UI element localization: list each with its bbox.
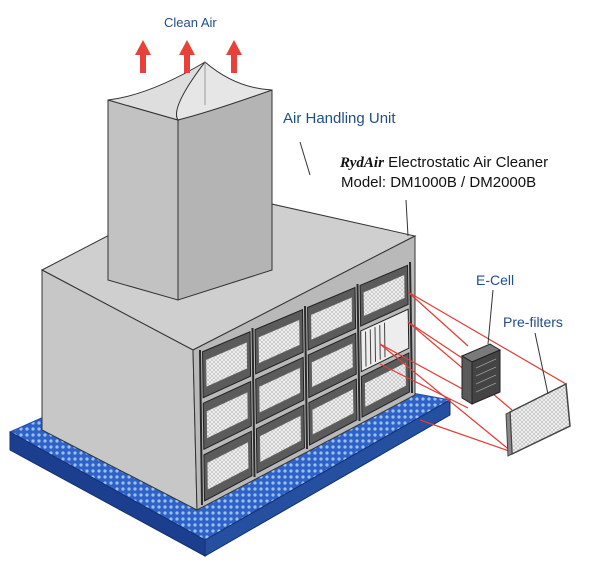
filter-mesh [311, 342, 354, 388]
cutaway-cell-plate [374, 327, 377, 362]
callout-leaders [299, 141, 549, 395]
cutaway-cell-plate [365, 331, 367, 367]
arrow-up-icon [226, 40, 242, 73]
filter-mesh [364, 361, 407, 408]
cutaway-cell-plate [369, 329, 372, 365]
filter-mesh [206, 441, 249, 491]
filter-mesh [310, 296, 353, 341]
filter-mesh [258, 366, 301, 414]
filter-mesh [311, 388, 354, 436]
air-duct [107, 61, 273, 301]
clean-air-label: Clean Air [164, 15, 217, 30]
product-title: RydAir Electrostatic Air Cleaner [340, 154, 548, 172]
e-cell-module [460, 343, 502, 405]
cutaway-cell-plate [379, 324, 381, 360]
cutaway-cell-plate [383, 322, 386, 358]
clean-air-arrows [135, 40, 242, 73]
leader-lines [379, 291, 567, 453]
brand-logo: RydAir [340, 155, 384, 171]
model-label: Model: DM1000B / DM2000B [341, 174, 537, 191]
filter-mesh [205, 341, 248, 388]
filter-bank [199, 261, 413, 506]
filter-mesh [206, 391, 249, 439]
filter-frame-divider [356, 283, 361, 422]
pre-filter-panel [505, 382, 571, 457]
filter-frame-divider [304, 305, 308, 450]
filter-frame-divider [251, 327, 256, 478]
filter-mesh [363, 274, 406, 317]
arrow-up-icon [179, 40, 195, 73]
filter-frame-divider [199, 349, 203, 506]
air-handling-unit-label: Air Handling Unit [283, 110, 396, 127]
e-cell-label: E-Cell [476, 272, 515, 288]
product-name: Electrostatic Air Cleaner [388, 154, 549, 171]
filter-frame-divider [409, 261, 413, 394]
filter-mesh [259, 414, 302, 463]
filter-mesh [258, 319, 301, 364]
pre-filters-label: Pre-filters [503, 314, 563, 330]
arrow-up-icon [135, 40, 151, 73]
